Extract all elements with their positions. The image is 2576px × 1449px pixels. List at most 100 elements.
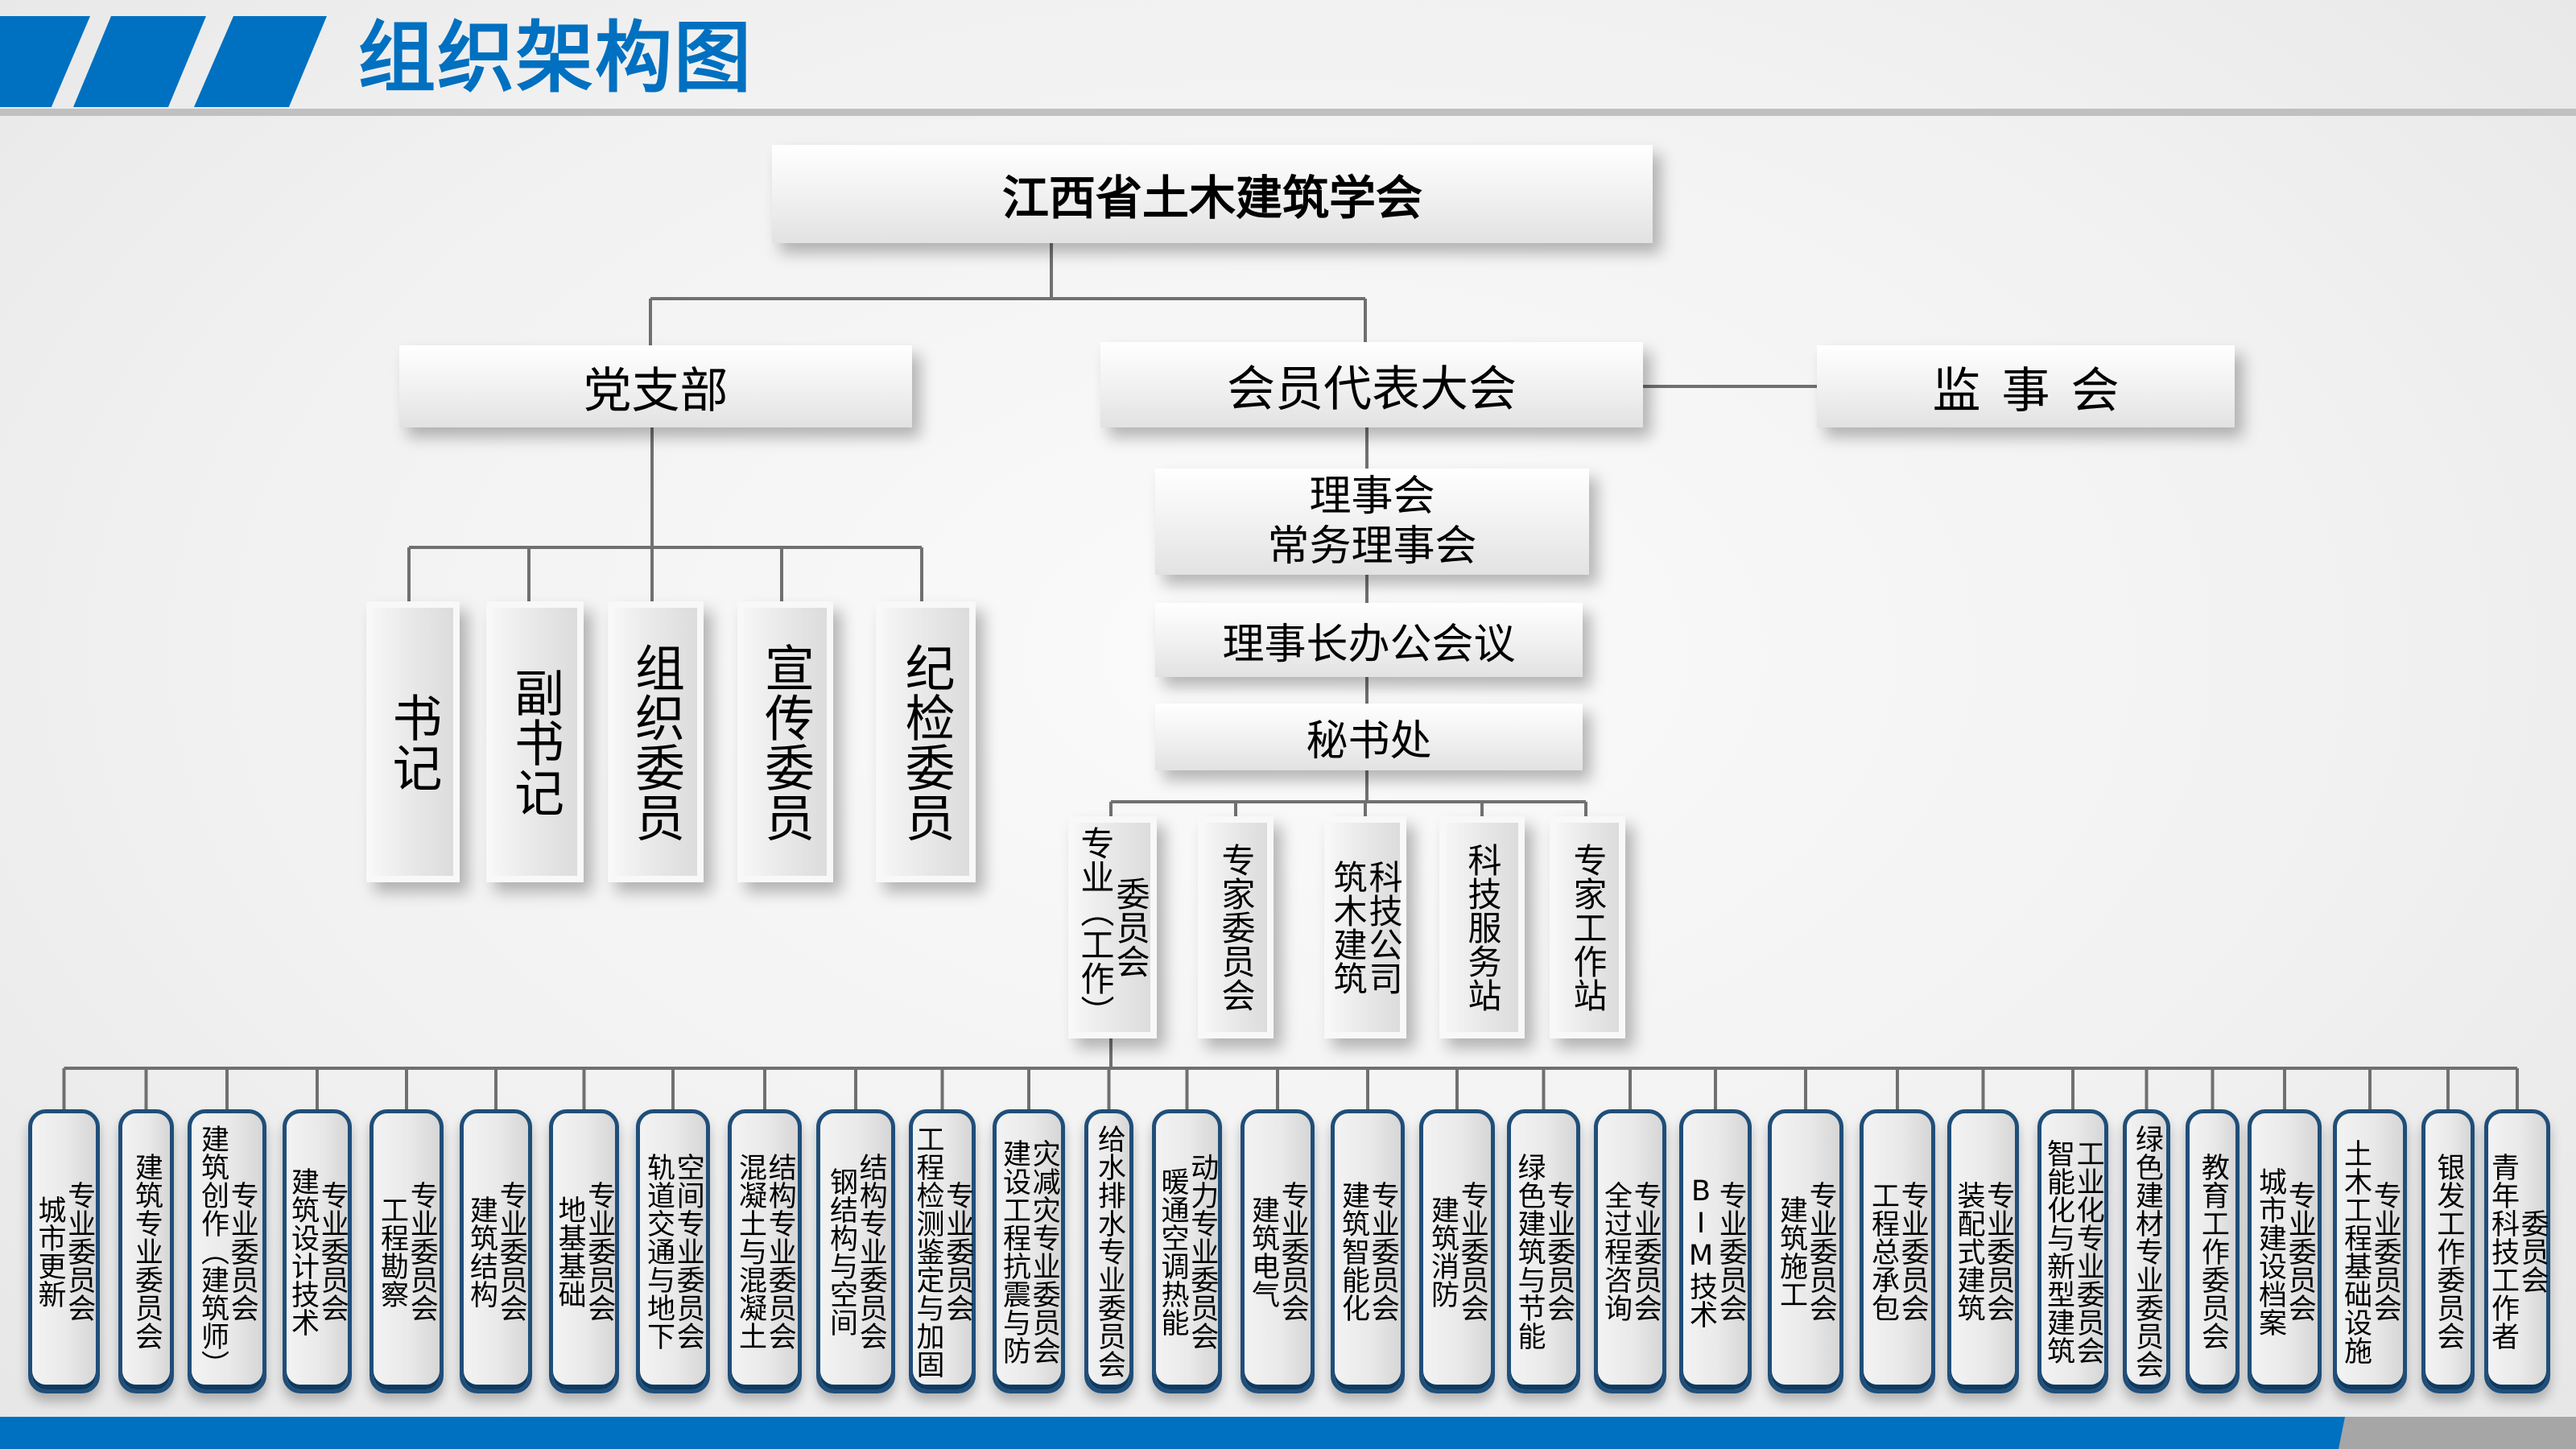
committee-node[interactable]: 绿色建筑与节能专业委员会 (1507, 1109, 1580, 1393)
committee-label: 土木工程基础设施 (2339, 1138, 2372, 1364)
secretariat-unit-node[interactable]: 专业（工作）委员会 (1068, 816, 1157, 1038)
committee-node[interactable]: 建筑专业委员会 (118, 1109, 174, 1393)
committee-node[interactable]: 建筑电气专业委员会 (1241, 1109, 1315, 1393)
committee-label: 混凝土与混凝土 (734, 1153, 766, 1350)
member-assembly-label: 会员代表大会 (1227, 361, 1517, 418)
chairman-office-node[interactable]: 理事长办公会议 (1155, 603, 1583, 677)
root-label: 江西省土木建筑学会 (1001, 171, 1422, 225)
committee-node[interactable]: 轨道交通与地下空间专业委员会 (636, 1109, 710, 1393)
party-member-label: 副书记 (506, 667, 565, 817)
committee-node[interactable]: 建筑消防专业委员会 (1419, 1109, 1495, 1393)
committee-label: 空间专业委员会 (671, 1153, 704, 1350)
committee-node[interactable]: 地基基础专业委员会 (549, 1109, 619, 1393)
committee-label: 专业委员会 (225, 1181, 258, 1322)
party-member-node[interactable]: 纪检委员 (876, 601, 976, 882)
committee-label: 建筑智能化 (1337, 1181, 1369, 1322)
committee-label: 专业委员会 (1542, 1181, 1575, 1322)
committee-label: 工业化专业委员会 (2071, 1138, 2104, 1364)
committee-label: BIM技术 (1685, 1174, 1717, 1328)
committee-label: 专业委员会 (2283, 1181, 2316, 1322)
committee-node[interactable]: 城市更新专业委员会 (28, 1109, 100, 1393)
committee-label: 专业委员会 (2368, 1181, 2401, 1322)
committee-label: 工程总承包 (1867, 1181, 1899, 1322)
committee-label: 专业委员会 (405, 1181, 438, 1322)
committee-node[interactable]: 城市建设档案专业委员会 (2248, 1109, 2322, 1393)
committee-label: 专业委员会 (941, 1181, 974, 1322)
secretariat-unit-label: 专业（工作） (1075, 826, 1115, 1029)
committee-node[interactable]: 暖通空调热能动力专业委员会 (1152, 1109, 1222, 1393)
committee-label: 教育工作委员会 (2196, 1153, 2229, 1350)
committee-label: 工程勘察 (376, 1195, 408, 1308)
council-node[interactable]: 理事会 常务理事会 (1155, 469, 1589, 575)
committee-label: 专业委员会 (1629, 1181, 1662, 1322)
committee-label: 专业委员会 (1896, 1181, 1929, 1322)
committee-label: 绿色建筑与节能 (1513, 1153, 1546, 1350)
party-member-node[interactable]: 宣传委员 (737, 601, 833, 882)
party-member-node[interactable]: 书记 (366, 601, 460, 882)
root-node[interactable]: 江西省土木建筑学会 (772, 145, 1653, 243)
committee-label: 轨道交通与地下 (642, 1153, 675, 1350)
party-member-node[interactable]: 副书记 (486, 601, 584, 882)
committee-node[interactable]: 工程检测鉴定与加固专业委员会 (909, 1109, 976, 1393)
committee-node[interactable]: 给水排水专业委员会 (1084, 1109, 1133, 1393)
committee-node[interactable]: 混凝土与混凝土结构专业委员会 (728, 1109, 802, 1393)
party-member-label: 书记 (383, 691, 443, 792)
committee-node[interactable]: 建筑施工专业委员会 (1768, 1109, 1843, 1393)
page-title: 组织架构图 (358, 13, 753, 103)
committee-label: 建筑消防 (1426, 1195, 1459, 1308)
committee-node[interactable]: 建筑结构专业委员会 (460, 1109, 532, 1393)
supervisory-board-node[interactable]: 监事会 (1817, 345, 2235, 427)
secretariat-unit-node[interactable]: 专家工作站 (1550, 816, 1625, 1038)
secretariat-label: 秘书处 (1306, 717, 1432, 766)
committee-label: 结构专业委员会 (854, 1153, 887, 1350)
committee-node[interactable]: 建设工程抗震与防灾减灾专业委员会 (993, 1109, 1065, 1393)
committee-node[interactable]: 绿色建材专业委员会 (2123, 1109, 2170, 1393)
committee-label: 灾减灾专业委员会 (1027, 1138, 1060, 1364)
committee-label: 专业委员会 (494, 1181, 527, 1322)
secretariat-unit-label: 筑木建筑 (1328, 860, 1368, 995)
committee-label: 银发工作委员会 (2432, 1153, 2465, 1350)
secretariat-unit-label: 科技公司 (1364, 860, 1404, 995)
committee-label: 专业委员会 (316, 1181, 349, 1322)
committee-node[interactable]: 工程勘察专业委员会 (369, 1109, 444, 1393)
committee-node[interactable]: 智能化与新型建筑工业化专业委员会 (2037, 1109, 2108, 1393)
secretariat-unit-label: 科技服务站 (1463, 843, 1503, 1012)
committee-node[interactable]: 工程总承包专业委员会 (1860, 1109, 1935, 1393)
committee-label: 动力专业委员会 (1186, 1153, 1219, 1350)
committee-label: 建筑电气 (1247, 1195, 1279, 1308)
committee-node[interactable]: 钢结构与空间结构专业委员会 (816, 1109, 895, 1393)
party-member-node[interactable]: 组织委员 (608, 601, 704, 882)
committee-node[interactable]: 装配式建筑专业委员会 (1947, 1109, 2019, 1393)
committee-node[interactable]: 土木工程基础设施专业委员会 (2333, 1109, 2407, 1393)
secretariat-unit-node[interactable]: 筑木建筑科技公司 (1324, 816, 1406, 1038)
committee-node[interactable]: 建筑设计技术专业委员会 (283, 1109, 352, 1393)
committee-label: 建筑专业委员会 (130, 1153, 163, 1350)
committee-label: 专业委员会 (63, 1181, 96, 1322)
committee-node[interactable]: 青年科技工作者委员会 (2484, 1109, 2550, 1393)
committee-label: 专业委员会 (1714, 1181, 1747, 1322)
party-branch-node[interactable]: 党支部 (399, 345, 912, 427)
council-label: 理事会 (1309, 473, 1435, 521)
committee-label: 专业委员会 (1982, 1181, 2015, 1322)
committee-node[interactable]: 建筑智能化专业委员会 (1331, 1109, 1405, 1393)
committee-label: 城市更新 (33, 1195, 66, 1308)
member-assembly-node[interactable]: 会员代表大会 (1100, 342, 1643, 427)
supervisory-board-label: 监事会 (1932, 362, 2140, 419)
committee-label: 专业委员会 (1804, 1181, 1837, 1322)
party-member-label: 组织委员 (626, 642, 686, 842)
committee-node[interactable]: 教育工作委员会 (2186, 1109, 2240, 1393)
committee-node[interactable]: 建筑创作（建筑师）专业委员会 (188, 1109, 266, 1393)
committee-label: 钢结构与空间 (825, 1166, 857, 1336)
committee-label: 建筑施工 (1775, 1195, 1807, 1308)
party-member-label: 纪检委员 (896, 642, 956, 842)
secretariat-unit-node[interactable]: 科技服务站 (1439, 816, 1525, 1038)
footer-accent (2339, 1417, 2576, 1449)
committee-label: 建筑创作（建筑师） (196, 1125, 229, 1378)
secretariat-node[interactable]: 秘书处 (1155, 704, 1583, 770)
committee-node[interactable]: BIM技术专业委员会 (1679, 1109, 1752, 1393)
party-member-label: 宣传委员 (756, 642, 815, 842)
secretariat-unit-node[interactable]: 专家委员会 (1198, 816, 1274, 1038)
committee-node[interactable]: 全过程咨询专业委员会 (1594, 1109, 1666, 1393)
committee-node[interactable]: 银发工作委员会 (2421, 1109, 2475, 1393)
committee-label: 建筑设计技术 (287, 1166, 319, 1336)
